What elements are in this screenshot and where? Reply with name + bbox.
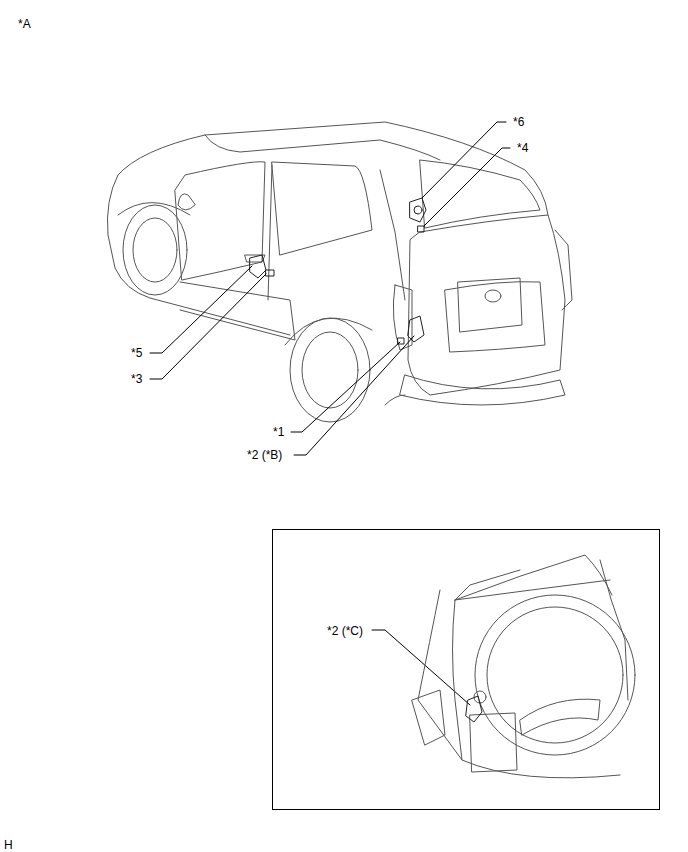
- callout-number: *3: [131, 372, 142, 386]
- callout-number: *5: [131, 346, 142, 360]
- callout-number: *4: [517, 141, 528, 155]
- inset-frame: *2 (*C): [272, 529, 660, 810]
- callout-number: *6: [513, 115, 524, 129]
- callout-number: *2 (*B): [247, 448, 282, 462]
- callout-number: *2 (*C): [327, 624, 363, 638]
- figure-mark: H: [4, 838, 13, 852]
- callout-number: *1: [273, 425, 284, 439]
- figure-mark: *A: [18, 17, 31, 31]
